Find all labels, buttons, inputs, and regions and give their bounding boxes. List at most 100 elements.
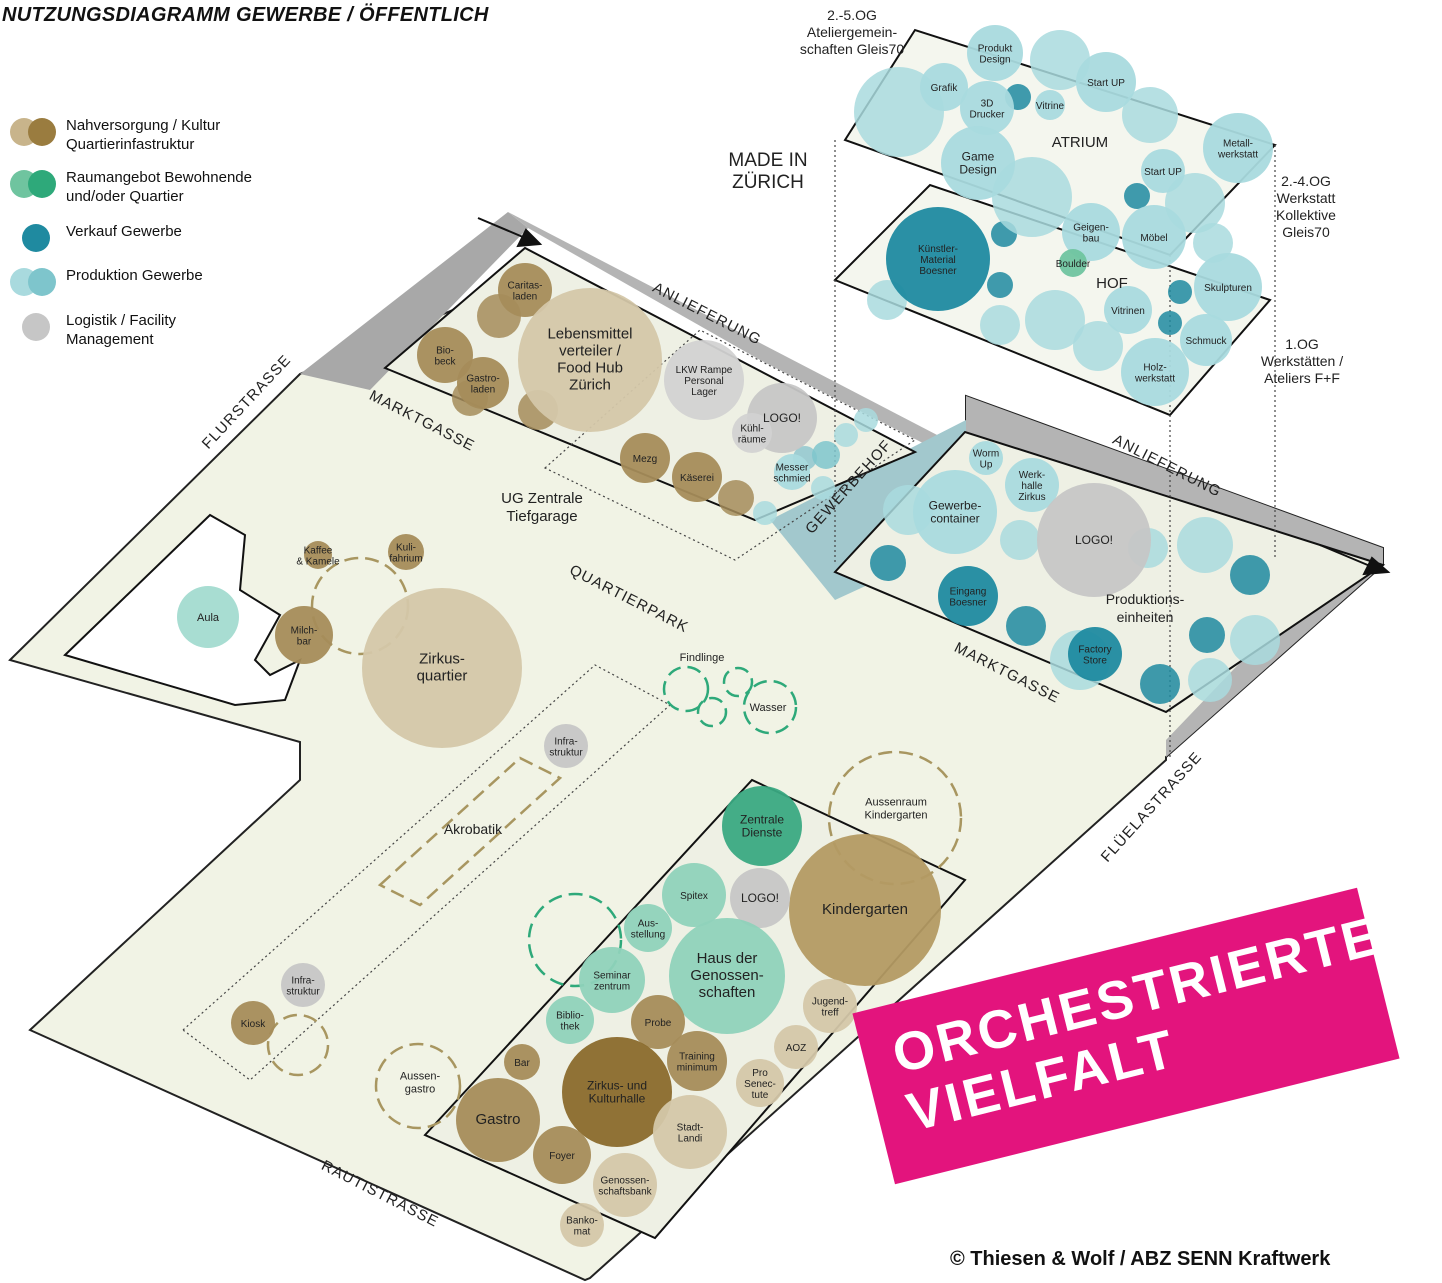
usage-bubble <box>1037 483 1151 597</box>
usage-bubble <box>913 470 997 554</box>
aula-bubble <box>177 586 239 648</box>
usage-bubble <box>774 1025 818 1069</box>
bubble-label: LOGO! <box>741 891 779 905</box>
usage-bubble <box>1035 90 1065 120</box>
legend-swatch <box>10 222 60 256</box>
bubble-label: Vitrine <box>1036 101 1065 112</box>
usage-bubble <box>275 606 333 664</box>
legend-label: Logistik / Facility Management <box>66 312 177 348</box>
usage-bubble <box>1121 338 1189 406</box>
bubble-label: Banko-mat <box>566 1216 598 1238</box>
bubble-label: Kühl-räume <box>738 424 767 446</box>
usage-bubble <box>669 918 785 1034</box>
usage-bubble <box>1062 203 1120 261</box>
bubble-label: Kiosk <box>241 1019 266 1030</box>
usage-bubble <box>662 863 726 927</box>
street-band-anlieferung <box>508 212 966 465</box>
usage-bubble <box>304 541 332 569</box>
usage-bubble <box>803 979 857 1033</box>
legend-swatch <box>10 311 60 345</box>
usage-bubble <box>362 588 522 748</box>
bubble-label: Kuli-fahrium <box>389 543 422 565</box>
copyright: © Thiesen & Wolf / ABZ SENN Kraftwerk <box>950 1248 1331 1270</box>
bubbles-layer <box>177 25 1280 1247</box>
usage-bubble <box>664 340 744 420</box>
bubble-label: Geigen-bau <box>1073 223 1109 245</box>
usage-bubble <box>504 1044 540 1080</box>
decorative-bubble <box>834 423 858 447</box>
usage-bubble <box>579 947 645 1013</box>
usage-bubble <box>456 1078 540 1162</box>
usage-bubble <box>672 452 722 502</box>
usage-bubble <box>533 1126 591 1184</box>
decorative-bubble <box>1073 321 1123 371</box>
usage-bubble <box>417 327 473 383</box>
legend-label: Produktion Gewerbe <box>66 267 203 284</box>
legend-label: Verkauf Gewerbe <box>66 223 182 240</box>
usage-bubble <box>730 868 790 928</box>
legend-dot <box>28 268 56 296</box>
decorative-bubble <box>1158 311 1182 335</box>
usage-bubble <box>1141 149 1185 193</box>
decorative-bubble <box>980 305 1020 345</box>
legend-item: Nahversorgung / Kultur Quartierinfastruk… <box>10 116 220 154</box>
decorative-bubble <box>1000 520 1040 560</box>
legend-swatch <box>10 116 60 150</box>
decorative-bubble <box>1124 183 1150 209</box>
decorative-bubble <box>1168 280 1192 304</box>
bubble-label: Gewerbe-container <box>929 499 982 526</box>
bubble-label: Bar <box>514 1058 530 1069</box>
bubble-label: Foyer <box>549 1151 575 1162</box>
bubble-label: Skulpturen <box>1204 283 1252 294</box>
usage-bubble <box>281 963 325 1007</box>
bubble-label: Kaffee& Kamele <box>296 546 340 568</box>
bubble-label: Caritas-laden <box>507 281 542 303</box>
decorative-bubble <box>1025 290 1085 350</box>
usage-bubble <box>967 25 1023 81</box>
area-label: Aussen-gastro <box>400 1071 441 1096</box>
bubble-label: Schmuck <box>1185 336 1227 347</box>
decorative-bubble <box>987 272 1013 298</box>
bubble-label: LOGO! <box>1075 533 1113 547</box>
decorative-bubble <box>1230 615 1280 665</box>
bubble-label: Zirkus-quartier <box>417 651 468 685</box>
legend-dot <box>22 224 50 252</box>
bubble-label: Start UP <box>1144 167 1182 178</box>
bubble-label: Infra-struktur <box>286 976 320 998</box>
legend-item: Logistik / Facility Management <box>10 311 176 349</box>
usage-bubble <box>593 1153 657 1217</box>
bubble-label: Mezg <box>633 454 657 465</box>
bubble-label: Jugend-treff <box>812 997 848 1019</box>
usage-bubble <box>1068 627 1122 681</box>
usage-bubble <box>388 534 424 570</box>
decorative-bubble <box>1230 555 1270 595</box>
usage-bubble <box>231 1001 275 1045</box>
bubble-label: Biblio-thek <box>556 1011 584 1033</box>
bubble-label: Vitrinen <box>1111 306 1145 317</box>
decorative-bubble <box>854 408 878 432</box>
bubble-label: Genossen-schaftsbank <box>598 1176 652 1198</box>
usage-bubble <box>886 207 990 311</box>
decorative-bubble <box>1140 664 1180 704</box>
bubble-label: Käserei <box>680 473 714 484</box>
decorative-bubble <box>1189 617 1225 653</box>
legend-dot <box>22 313 50 341</box>
bubble-label: LOGO! <box>763 411 801 425</box>
area-label: Wasser <box>750 702 787 714</box>
usage-bubble <box>732 413 772 453</box>
usage-bubble <box>562 1037 672 1147</box>
usage-bubble <box>1059 249 1087 277</box>
bubble-label: Gastro-laden <box>466 374 499 396</box>
